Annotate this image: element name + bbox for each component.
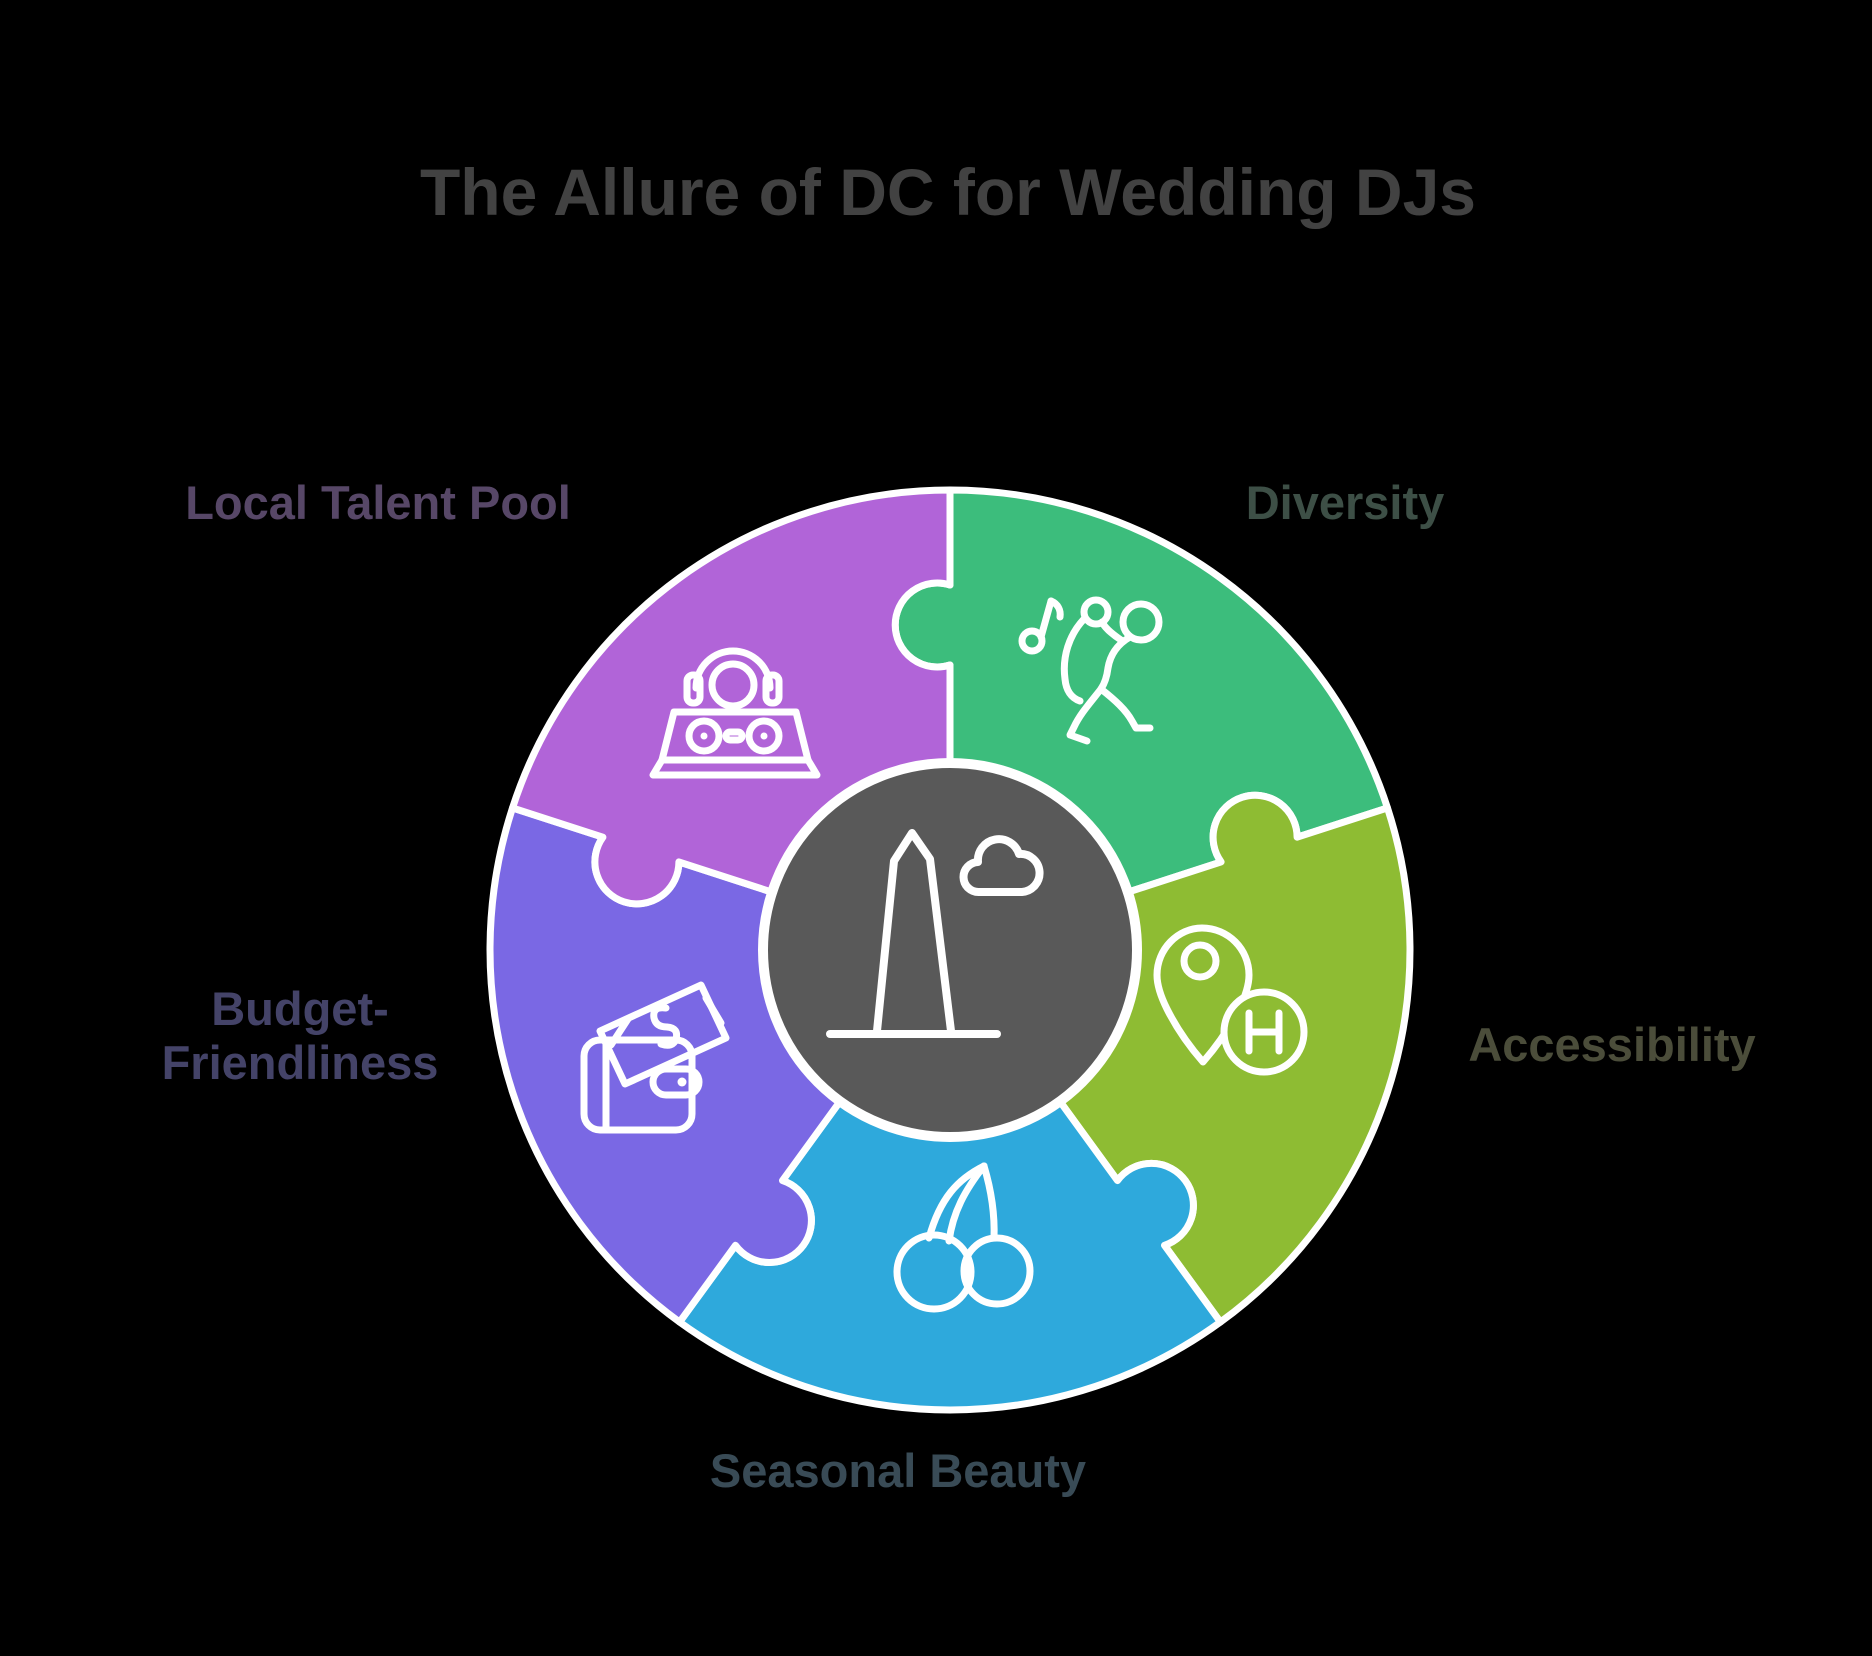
wallet-clasp (649, 1065, 703, 1099)
location-pin-hotel-icon (1153, 924, 1308, 1076)
label-accessibility: Accessibility (1468, 1018, 1756, 1071)
label-budget-friendliness: Budget-Friendliness (161, 982, 439, 1090)
cloud-icon (959, 835, 1044, 896)
washington-monument-with-cloud-icon (826, 829, 1044, 1038)
label-local-talent-pool: Local Talent Pool (185, 476, 571, 529)
center-hub-circle (758, 758, 1142, 1142)
wallet-body (580, 1036, 696, 1134)
cherries-icon (893, 1162, 1034, 1313)
monument-obelisk (873, 829, 955, 1035)
dancing-singer-icon (1018, 596, 1163, 745)
dj-turntable-icon (649, 647, 821, 779)
label-seasonal-beauty: Seasonal Beauty (709, 1444, 1087, 1497)
wallet-money-icon (580, 981, 730, 1134)
location-pin (1153, 924, 1253, 1066)
page-title: The Allure of DC for Wedding DJs (419, 155, 1477, 229)
letter-h (1245, 1009, 1283, 1055)
dollar-bill (596, 981, 730, 1088)
label-diversity: Diversity (1245, 476, 1445, 529)
music-note-icon (1018, 627, 1046, 655)
